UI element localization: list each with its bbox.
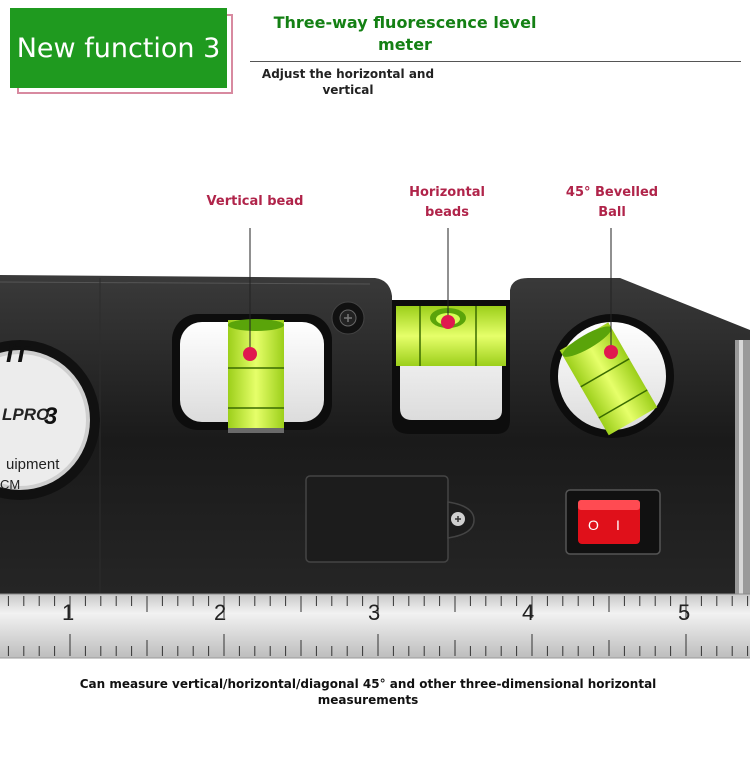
ruler-number: 3: [368, 600, 380, 625]
switch-on-symbol: O: [588, 517, 599, 533]
feature-subtitle: Adjust the horizontal and vertical: [261, 67, 435, 97]
ruler-tape: [0, 593, 750, 659]
measurement-caption: Can measure vertical/horizontal/diagonal…: [79, 677, 657, 707]
header-divider: [250, 61, 741, 62]
device-brand-text: IT: [6, 338, 31, 368]
device-label-line2: uipment: [6, 456, 60, 473]
callout-horizontal-beads: Horizontal beads: [409, 185, 485, 220]
callout-bevelled-ball: 45° Bevelled Ball: [565, 185, 659, 220]
bevelled-vial: [550, 314, 674, 438]
ruler-number: 5: [678, 600, 690, 625]
vertical-vial: [172, 314, 332, 433]
screw: [331, 301, 365, 335]
device-model-number: 3: [44, 403, 58, 430]
battery-cover: [305, 475, 475, 563]
callout-pointer-vertical: [243, 228, 257, 361]
ruler-ticks: [7, 596, 749, 656]
switch-off-symbol: I: [616, 517, 620, 533]
feature-title: Three-way fluorescence level meter: [273, 13, 537, 54]
function-badge-label: New function 3: [16, 32, 221, 64]
power-switch[interactable]: [565, 489, 661, 555]
ruler-number: 2: [214, 600, 226, 625]
ruler-number: 4: [522, 600, 534, 625]
callout-vertical-bead: Vertical bead: [206, 194, 304, 209]
function-badge: New function 3: [10, 8, 227, 88]
ruler-number: 1: [62, 600, 74, 625]
device-model-text: LPRO: [2, 405, 49, 424]
callout-pointer-bevelled: [604, 228, 618, 359]
callout-pointer-horizontal: [441, 228, 455, 329]
label-disc: [0, 340, 100, 500]
device-label-line3: CM: [0, 477, 20, 492]
